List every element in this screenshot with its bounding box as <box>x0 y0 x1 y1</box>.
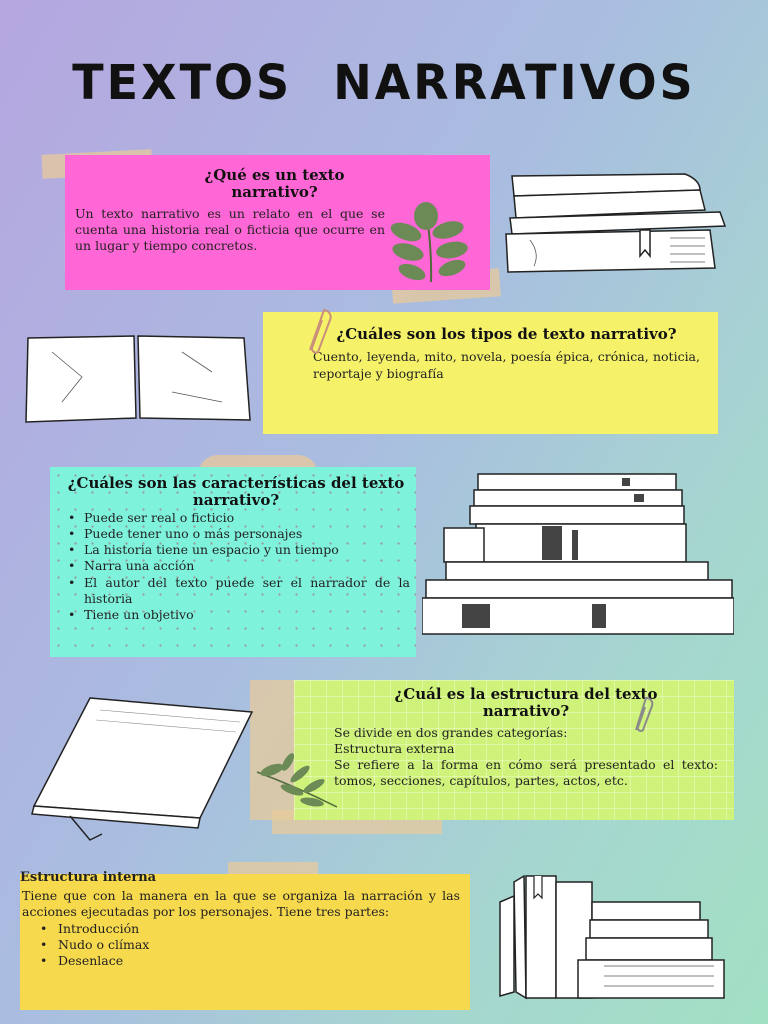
list-item: Narra una acción <box>62 558 410 575</box>
internal-structure-card: Tiene que con la manera en la que se org… <box>20 874 470 1010</box>
structure-heading: ¿Cuál es la estructura del texto narrati… <box>394 685 658 721</box>
types-body: Cuento, leyenda, mito, novela, poesía ép… <box>313 349 700 381</box>
characteristics-list: Puede ser real o ficticio Puede tener un… <box>62 510 410 624</box>
what-is-heading: ¿Qué es un texto narrativo? <box>204 166 345 202</box>
book-stack-icon <box>505 173 727 273</box>
internal-structure-list: Introducción Nudo o clímax Desenlace <box>22 921 460 970</box>
what-is-card: ¿Qué es un texto narrativo? Un texto nar… <box>65 155 490 290</box>
types-heading: ¿Cuáles son los tipos de texto narrativo… <box>336 325 677 343</box>
list-item: Nudo o clímax <box>22 937 460 954</box>
book-stack-icon <box>422 473 734 635</box>
paperclip-icon <box>635 697 654 732</box>
internal-structure-heading: Estructura interna <box>20 870 157 885</box>
page-title: TEXTOS NARRATIVOS <box>72 53 696 111</box>
list-item: Desenlace <box>22 953 460 970</box>
structure-line3: Se refiere a la forma en cómo será prese… <box>334 757 718 789</box>
list-item: La historia tiene un espacio y un tiempo <box>62 542 410 559</box>
list-item: Tiene un objetivo <box>62 607 410 624</box>
book-stack-icon <box>499 874 725 1000</box>
list-item: Introducción <box>22 921 460 938</box>
closed-book-icon <box>31 697 254 841</box>
leaf-branch-icon <box>256 753 338 808</box>
types-card: ¿Cuáles son los tipos de texto narrativo… <box>263 312 718 434</box>
structure-line1: Se divide en dos grandes categorías: <box>334 724 568 740</box>
internal-structure-body: Tiene que con la manera en la que se org… <box>22 888 460 920</box>
list-item: El autor del texto puede ser el narrador… <box>62 575 410 608</box>
characteristics-heading: ¿Cuáles son las características del text… <box>67 474 405 510</box>
structure-card: ¿Cuál es la estructura del texto narrati… <box>294 680 734 820</box>
what-is-body: Un texto narrativo es un relato en el qu… <box>75 205 385 254</box>
open-book-icon <box>25 335 251 423</box>
paperclip-icon <box>309 308 332 354</box>
list-item: Puede tener uno o más personajes <box>62 526 410 543</box>
list-item: Puede ser real o ficticio <box>62 510 410 527</box>
structure-line2: Estructura externa <box>334 740 455 756</box>
characteristics-card: ¿Cuáles son las características del text… <box>50 467 416 657</box>
leaf-branch-icon <box>390 202 468 283</box>
